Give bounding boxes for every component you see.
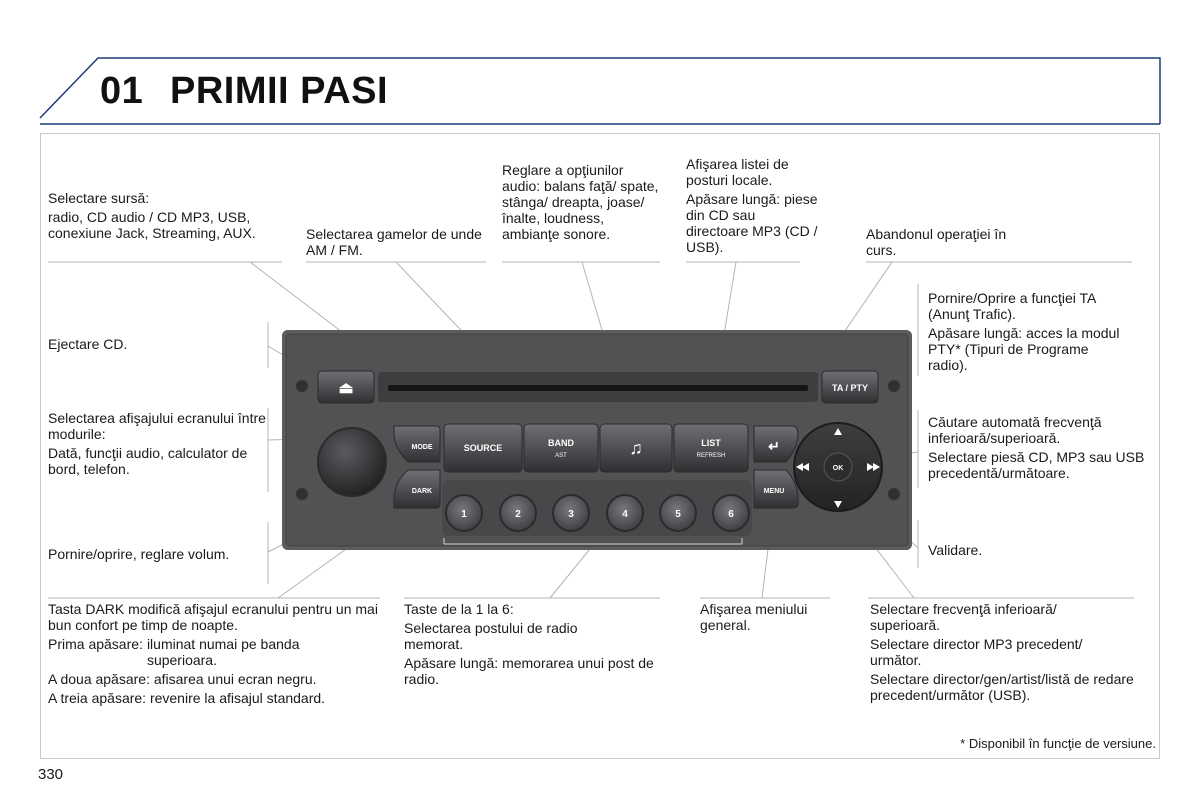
preset-6-button[interactable] xyxy=(712,494,750,532)
radio-unit: ⏏ TA / PTY MODE DARK SOURCE BAND AST ♫ L… xyxy=(282,330,912,550)
callout-menu: Afişarea meniului general. xyxy=(700,601,830,636)
callout-list: Afişarea listei de posturi locale. Apăsa… xyxy=(686,156,818,258)
list-sub-label: REFRESH xyxy=(697,453,726,459)
dark-text-1: Tasta DARK modifică afişajul ecranului p… xyxy=(48,601,378,633)
callout-eject: Ejectare CD. xyxy=(48,336,248,355)
validate-text: Validare. xyxy=(928,542,983,558)
dark-text-second: A doua apăsare: afisarea unui ecran negr… xyxy=(48,671,317,687)
fast-forward-icon[interactable] xyxy=(867,463,880,471)
preset-1-button[interactable] xyxy=(445,494,483,532)
callout-validate: Validare. xyxy=(928,542,1078,561)
preset-3-label: 3 xyxy=(568,509,574,520)
dark-button[interactable]: DARK xyxy=(412,488,432,495)
power-text: Pornire/oprire, reglare volum. xyxy=(48,546,230,562)
callout-audio: Reglare a opţiunilor audio: balans faţă/… xyxy=(502,162,660,245)
callout-source: Selectare sursă: radio, CD audio / CD MP… xyxy=(48,190,288,244)
eject-icon[interactable]: ⏏ xyxy=(338,380,353,397)
preset-buttons: 1 2 3 4 5 6 xyxy=(445,494,750,532)
ta-text-1: Pornire/Oprire a funcţiei TA (Anunţ Traf… xyxy=(928,290,1096,322)
radio-labels: ⏏ TA / PTY MODE DARK SOURCE BAND AST ♫ L… xyxy=(338,380,880,532)
mode-text-2: Dată, funcţii audio, calculator de bord,… xyxy=(48,445,248,477)
preset-3-button[interactable] xyxy=(552,494,590,532)
preset-4-button[interactable] xyxy=(606,494,644,532)
preset-5-button[interactable] xyxy=(659,494,697,532)
audio-text: Reglare a opţiunilor audio: balans faţă/… xyxy=(502,162,659,242)
menu-button[interactable]: MENU xyxy=(764,488,785,495)
callout-seek: Căutare automată frecvenţă inferioară/su… xyxy=(928,414,1148,484)
down-arrow-icon[interactable] xyxy=(834,501,842,508)
preset-4-label: 4 xyxy=(622,509,628,520)
music-note-icon[interactable]: ♫ xyxy=(629,438,643,458)
keys-text-1: Taste de la 1 la 6: xyxy=(404,601,514,617)
keys-text-2: Selectarea postului de radio memorat. xyxy=(404,620,578,652)
preset-6-label: 6 xyxy=(728,509,734,520)
list-button[interactable]: LIST xyxy=(701,438,721,448)
page-number: 330 xyxy=(38,766,64,783)
freq-text-2: Selectare director MP3 precedent/ următo… xyxy=(870,636,1083,668)
chapter-number: 01 xyxy=(100,70,144,112)
ta-text-2: Apăsare lungă: acces la modul PTY* (Tipu… xyxy=(928,325,1120,373)
seek-text-2: Selectare piesă CD, MP3 sau USB preceden… xyxy=(928,449,1145,481)
preset-2-label: 2 xyxy=(515,509,521,520)
band-sub-label: AST xyxy=(555,453,567,459)
preset-1-label: 1 xyxy=(461,509,467,520)
freq-text-3: Selectare director/gen/artist/listă de r… xyxy=(870,671,1134,703)
list-text-2: Apăsare lungă: piese din CD sau directoa… xyxy=(686,191,818,255)
back-icon[interactable]: ↵ xyxy=(768,438,780,454)
band-text: Selectarea gamelor de unde AM / FM. xyxy=(306,226,482,258)
dark-first-press: Prima apăsare: iluminat numai pe banda s… xyxy=(48,636,384,668)
dark-first-value: iluminat numai pe banda superioara. xyxy=(146,636,300,668)
source-button[interactable]: SOURCE xyxy=(464,443,503,453)
band-button[interactable]: BAND xyxy=(548,438,574,448)
dark-text-third: A treia apăsare: revenire la afisajul st… xyxy=(48,690,326,706)
seek-text-1: Căutare automată frecvenţă inferioară/su… xyxy=(928,414,1102,446)
source-intro: Selectare sursă: xyxy=(48,190,150,206)
callout-band: Selectarea gamelor de unde AM / FM. xyxy=(306,226,486,261)
mode-text-1: Selectarea afişajului ecranului între mo… xyxy=(48,410,266,442)
footnote: * Disponibil în funcţie de versiune. xyxy=(960,736,1156,751)
preset-5-label: 5 xyxy=(675,509,681,520)
callout-ta: Pornire/Oprire a funcţiei TA (Anunţ Traf… xyxy=(928,290,1128,376)
up-arrow-icon[interactable] xyxy=(834,428,842,435)
preset-2-button[interactable] xyxy=(499,494,537,532)
list-text-1: Afişarea listei de posturi locale. xyxy=(686,156,789,188)
rewind-icon[interactable] xyxy=(796,463,809,471)
content-frame xyxy=(40,133,1160,759)
keys-text-3: Apăsare lungă: memorarea unui post de ra… xyxy=(404,655,654,687)
header-frame xyxy=(39,57,1161,125)
callout-keys: Taste de la 1 la 6: Selectarea postului … xyxy=(404,601,676,690)
menu-text: Afişarea meniului general. xyxy=(700,601,808,633)
callout-mode: Selectarea afişajului ecranului între mo… xyxy=(48,410,268,480)
radio-panel xyxy=(282,330,912,550)
mode-button[interactable]: MODE xyxy=(412,444,433,451)
chapter-title: PRIMII PASI xyxy=(170,70,389,112)
ta-pty-button[interactable]: TA / PTY xyxy=(832,383,868,393)
ok-button[interactable]: OK xyxy=(833,465,844,472)
freq-text-1: Selectare frecvenţă inferioară/ superioa… xyxy=(870,601,1057,633)
abandon-text: Abandonul operaţiei în curs. xyxy=(866,226,1007,258)
callout-abandon: Abandonul operaţiei în curs. xyxy=(866,226,1016,261)
dark-first-label: Prima apăsare: xyxy=(48,636,143,652)
callout-dark: Tasta DARK modifică afişajul ecranului p… xyxy=(48,601,384,709)
source-body: radio, CD audio / CD MP3, USB, conexiune… xyxy=(48,209,256,241)
callout-freq: Selectare frecvenţă inferioară/ superioa… xyxy=(870,601,1140,706)
callout-power: Pornire/oprire, reglare volum. xyxy=(48,546,268,565)
eject-text: Ejectare CD. xyxy=(48,336,128,352)
